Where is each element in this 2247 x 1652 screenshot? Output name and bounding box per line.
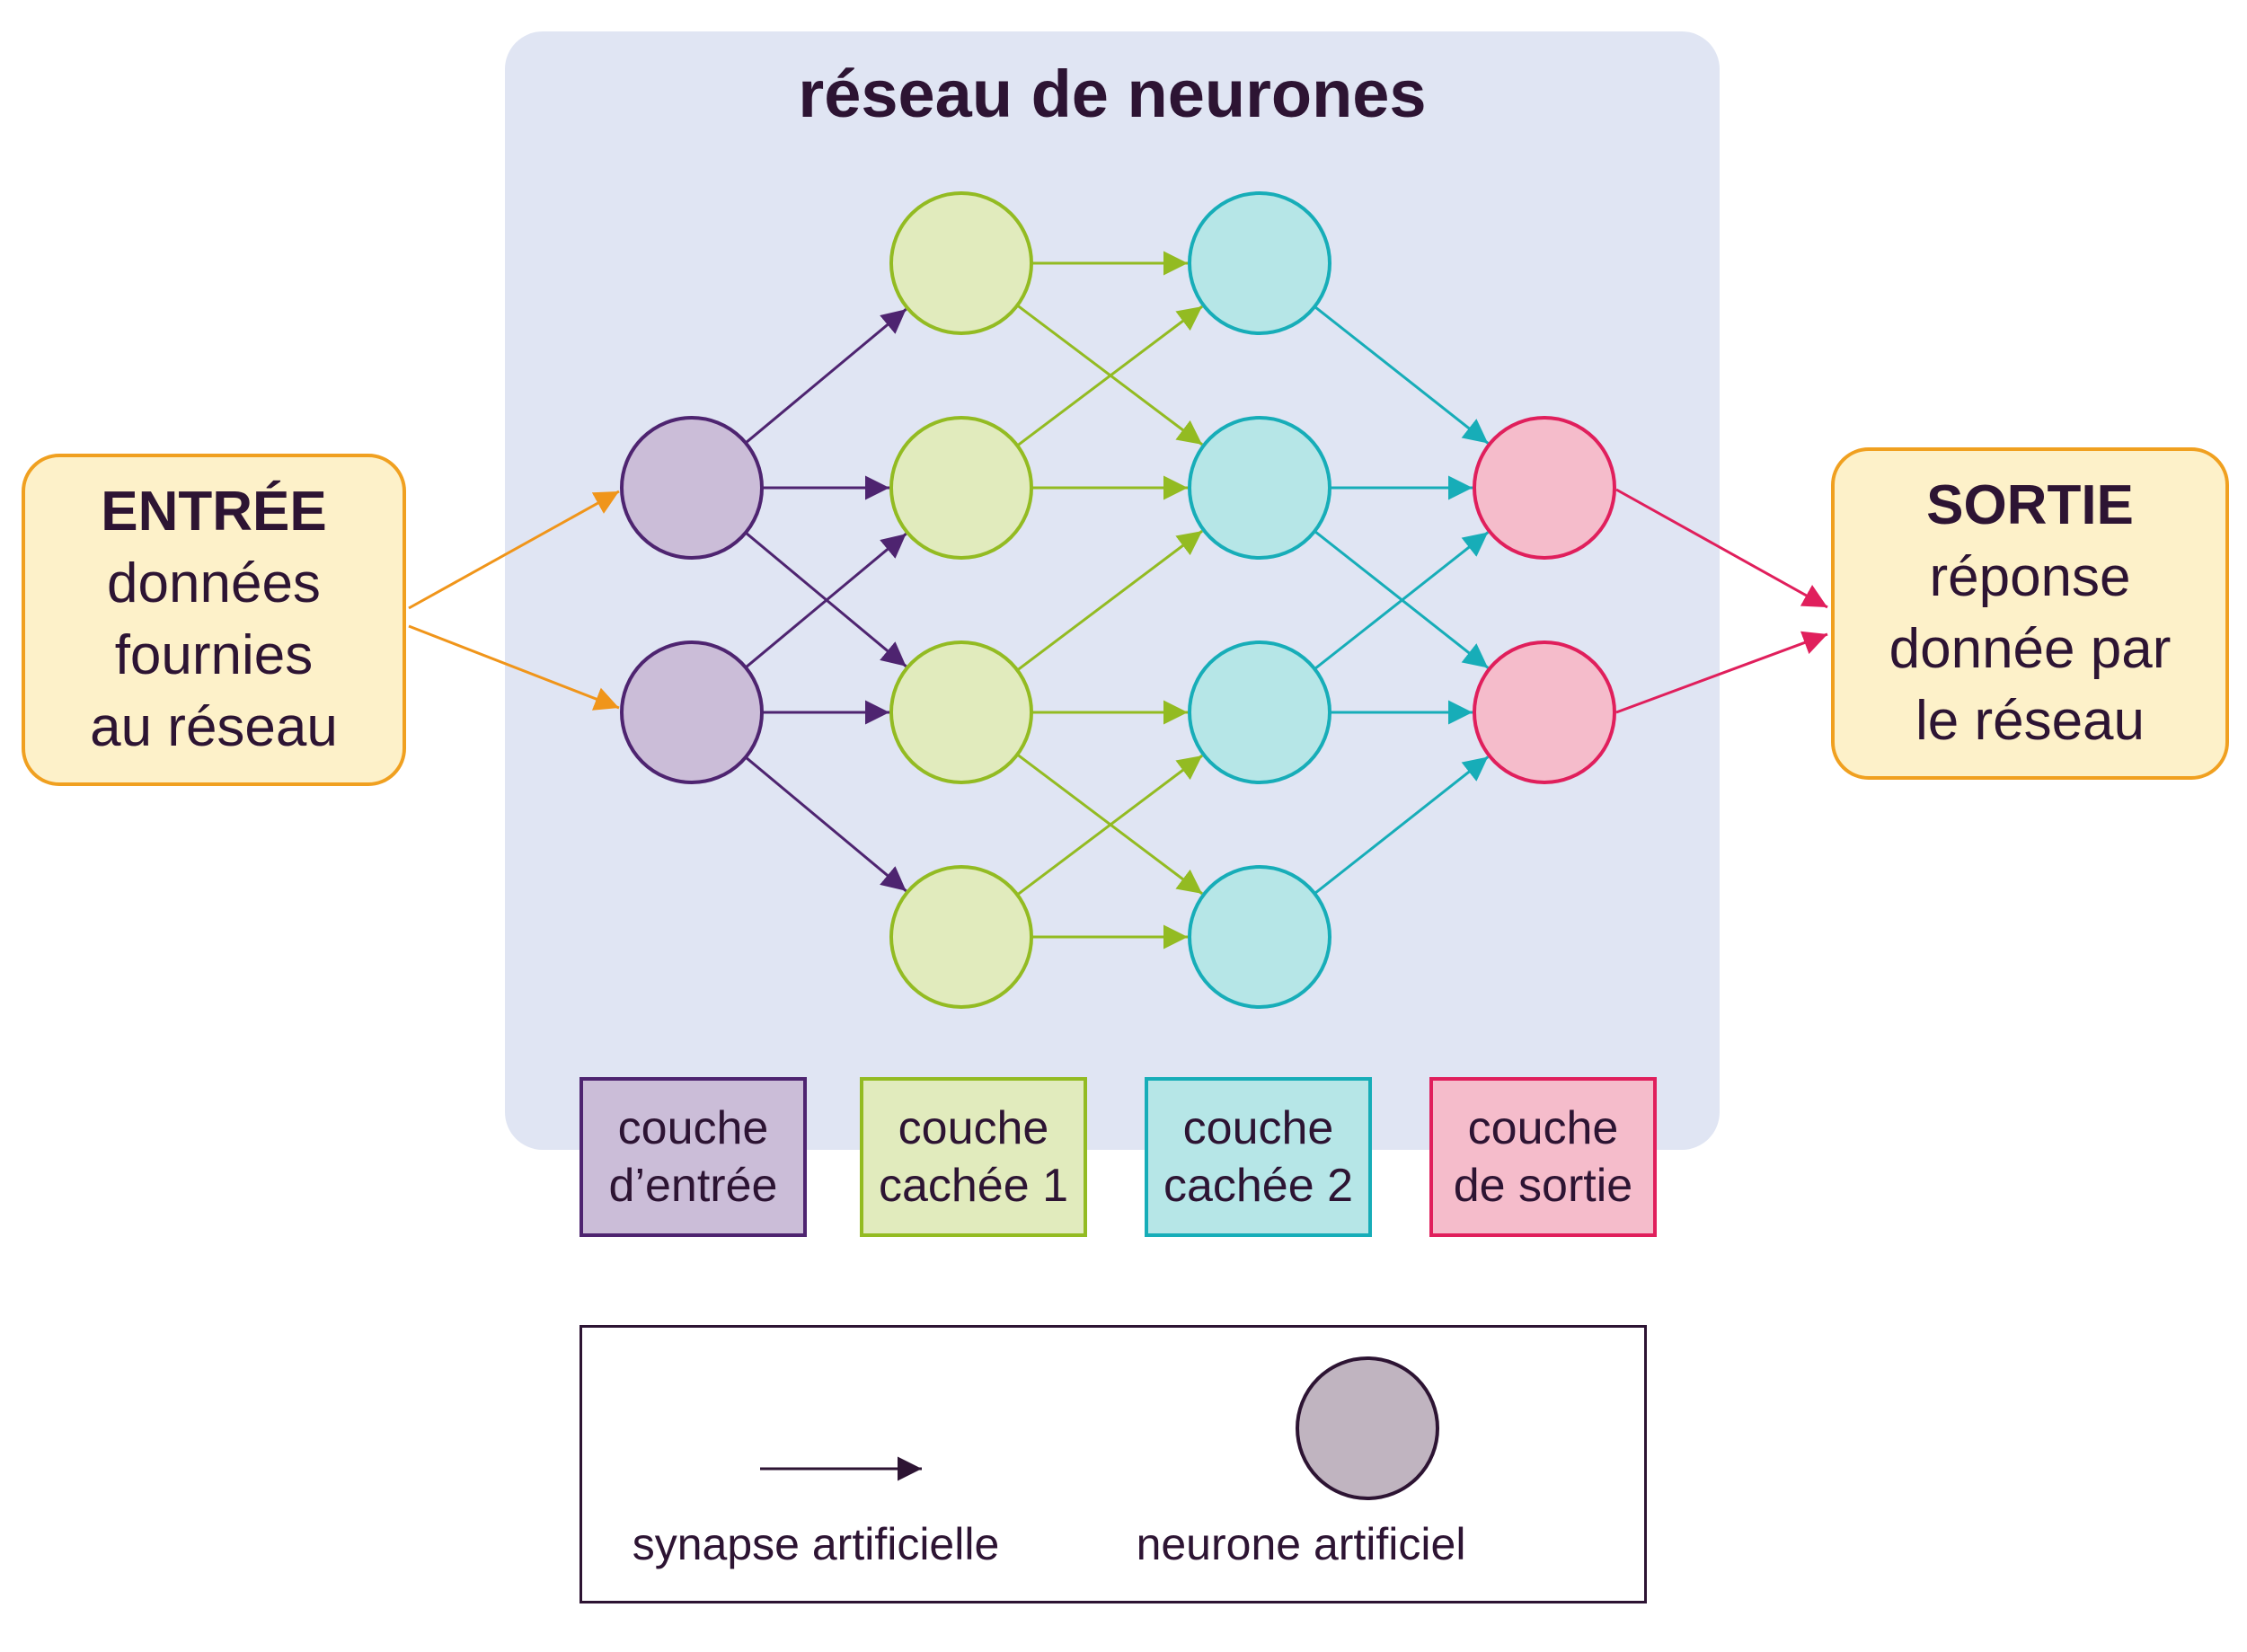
- input-arrow: [408, 624, 620, 711]
- output-box: SORTIE réponse donnée par le réseau: [1831, 447, 2229, 780]
- synapse-arrow: [1314, 755, 1490, 895]
- input-line-2: fournies: [114, 624, 314, 686]
- neuron-input-1: [620, 416, 764, 560]
- synapse-arrow: [744, 308, 907, 445]
- synapse-arrow: [1016, 754, 1203, 897]
- input-arrow: [408, 490, 620, 610]
- layer-label-output-line1: couche: [1467, 1102, 1619, 1154]
- neuron-output-2: [1473, 640, 1616, 784]
- neuron-hidden-1-1: [889, 191, 1033, 335]
- neuron-input-2: [620, 640, 764, 784]
- synapse-arrow: [744, 755, 907, 892]
- synapse-arrow: [1314, 305, 1490, 445]
- input-line-3: au réseau: [90, 696, 338, 758]
- neuron-output-1: [1473, 416, 1616, 560]
- output-heading: SORTIE: [1926, 474, 2134, 536]
- legend-neuron-icon: [1296, 1356, 1439, 1500]
- output-arrow: [1615, 488, 1828, 609]
- layer-label-hidden-1-line1: couche: [898, 1102, 1049, 1154]
- diagram-title: réseau de neurones: [798, 57, 1427, 131]
- layer-label-hidden-2-line1: couche: [1182, 1102, 1334, 1154]
- legend-box: synapse artificielle neurone artificiel: [579, 1325, 1647, 1603]
- layer-label-output-line2: de sortie: [1453, 1160, 1633, 1212]
- neuron-hidden-2-3: [1188, 640, 1331, 784]
- input-line-1: données: [107, 552, 321, 614]
- output-line-1: réponse: [1929, 546, 2131, 608]
- neuron-hidden-1-4: [889, 865, 1033, 1009]
- legend-synapse-label: synapse artificielle: [632, 1519, 1000, 1569]
- synapse-arrow: [744, 533, 907, 669]
- neuron-hidden-1-3: [889, 640, 1033, 784]
- layer-label-hidden-2-line2: cachée 2: [1163, 1160, 1354, 1212]
- neuron-hidden-2-4: [1188, 865, 1331, 1009]
- synapse-arrow: [1016, 529, 1203, 672]
- layer-box-input: couche d’entrée: [579, 1077, 807, 1237]
- input-heading: ENTRÉE: [101, 481, 327, 543]
- layer-box-hidden-2: couche cachée 2: [1145, 1077, 1372, 1237]
- synapse-arrow: [1314, 531, 1490, 670]
- input-box: ENTRÉE données fournies au réseau: [22, 454, 406, 786]
- layer-label-input-line1: couche: [617, 1102, 769, 1154]
- neuron-hidden-2-2: [1188, 416, 1331, 560]
- synapse-arrow: [1016, 305, 1203, 447]
- output-line-2: donnée par: [1889, 618, 2172, 680]
- neuron-hidden-1-2: [889, 416, 1033, 560]
- legend-neuron-label: neurone artificiel: [1136, 1519, 1466, 1569]
- layer-box-output: couche de sortie: [1429, 1077, 1657, 1237]
- neuron-hidden-2-1: [1188, 191, 1331, 335]
- output-arrow: [1615, 631, 1828, 714]
- network-panel: [505, 31, 1720, 1150]
- output-line-3: le réseau: [1915, 690, 2145, 752]
- layer-label-input-line2: d’entrée: [608, 1160, 778, 1212]
- layer-label-hidden-1-line2: cachée 1: [878, 1160, 1069, 1212]
- layer-box-hidden-1: couche cachée 1: [860, 1077, 1087, 1237]
